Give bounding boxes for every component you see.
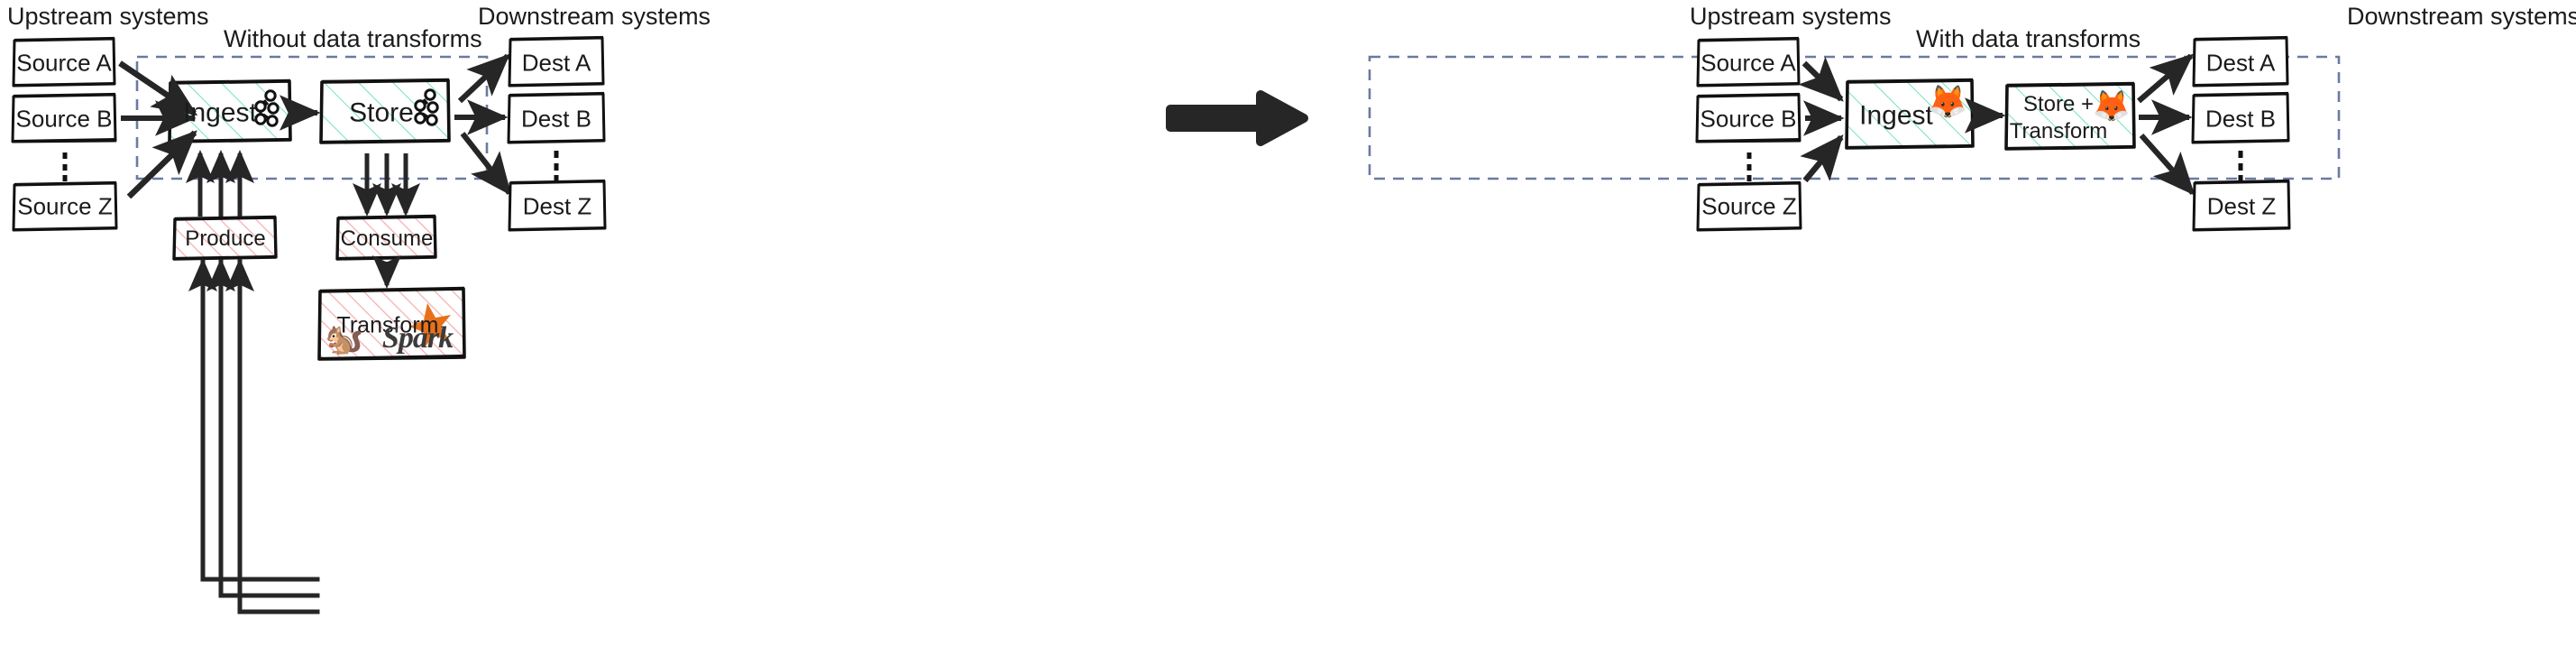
source-box-b-right bbox=[1695, 92, 1801, 143]
redpanda-icon-ingest: 🦊 bbox=[1927, 83, 1968, 120]
dest-z-label-left: Dest Z bbox=[522, 192, 592, 220]
arrow-store-to-dest-z-right bbox=[2139, 133, 2196, 196]
source-b-label-right: Source B bbox=[1700, 105, 1797, 133]
dest-box-a-right bbox=[2192, 35, 2289, 88]
dest-a-label-right: Dest A bbox=[2205, 49, 2276, 77]
consume-label-left: Consume bbox=[340, 226, 434, 251]
store-transform-label-line1: Store + bbox=[2022, 91, 2095, 116]
platform-boundary-left bbox=[135, 55, 489, 180]
arrow-store-to-dest-a-right bbox=[2136, 53, 2194, 104]
arrow-store-to-dest-a-left bbox=[457, 53, 510, 104]
dest-box-b-left bbox=[507, 91, 606, 144]
source-box-a-left bbox=[12, 36, 116, 88]
arrow-store-to-dest-z-left bbox=[460, 132, 512, 196]
dest-box-z-left bbox=[508, 179, 607, 232]
source-a-label-right: Source A bbox=[1701, 49, 1796, 77]
arrow-source-z-to-ingest-left bbox=[126, 130, 197, 199]
store-label-left: Store bbox=[349, 97, 414, 128]
arrow-source-a-to-ingest-right bbox=[1798, 56, 1844, 102]
arrow-source-z-to-ingest-right bbox=[1800, 134, 1844, 183]
downstream-systems-label-left: Downstream systems bbox=[478, 3, 711, 30]
source-box-b-left bbox=[11, 92, 117, 143]
spark-logo-text: Spark bbox=[381, 321, 454, 355]
panel-caption-left: Without data transforms bbox=[224, 25, 482, 52]
source-z-label-right: Source Z bbox=[1701, 192, 1797, 220]
spark-logo-star bbox=[409, 303, 451, 347]
kafka-icon-ingest-left bbox=[254, 89, 280, 127]
store-transform-box-right bbox=[2004, 81, 2136, 151]
arrows-store-to-consume-left bbox=[353, 153, 421, 217]
source-z-label-left: Source Z bbox=[17, 192, 113, 220]
source-box-z-right bbox=[1696, 180, 1802, 232]
source-b-label-left: Source B bbox=[15, 105, 113, 133]
ingest-label-left: Ingest bbox=[183, 97, 257, 128]
kafka-icon-store-left bbox=[414, 88, 439, 126]
ingest-box-right bbox=[1845, 78, 1975, 150]
transition-arrow bbox=[1166, 90, 1308, 146]
redpanda-icon-store: 🦊 bbox=[2092, 89, 2131, 124]
dest-b-label-right: Dest B bbox=[2205, 105, 2277, 133]
source-box-z-left bbox=[12, 180, 118, 232]
dest-z-label-right: Dest Z bbox=[2206, 192, 2277, 220]
transform-label-left: Transform bbox=[336, 312, 439, 338]
flink-squirrel-icon: 🐿️ bbox=[325, 322, 364, 356]
ingest-label-right: Ingest bbox=[1859, 100, 1933, 131]
store-box-left bbox=[319, 78, 451, 144]
produce-box-left bbox=[172, 215, 278, 261]
dest-box-a-left bbox=[508, 35, 605, 88]
dest-box-b-right bbox=[2191, 91, 2290, 144]
source-a-label-left: Source A bbox=[16, 49, 112, 77]
arrows-transform-to-produce-left bbox=[188, 257, 320, 614]
panel-caption-right: With data transforms bbox=[1916, 25, 2141, 52]
platform-boundary-right bbox=[1368, 55, 2341, 180]
upstream-systems-label-right: Upstream systems bbox=[1690, 3, 1892, 30]
dest-b-label-left: Dest B bbox=[520, 105, 592, 133]
store-transform-label-line2: Transform bbox=[2009, 118, 2108, 143]
downstream-systems-label-right: Downstream systems bbox=[2347, 3, 2576, 30]
arrows-produce-to-ingest-left bbox=[185, 149, 254, 217]
dest-a-label-left: Dest A bbox=[521, 49, 591, 77]
produce-label-left: Produce bbox=[185, 226, 266, 251]
upstream-systems-label-left: Upstream systems bbox=[7, 3, 209, 30]
